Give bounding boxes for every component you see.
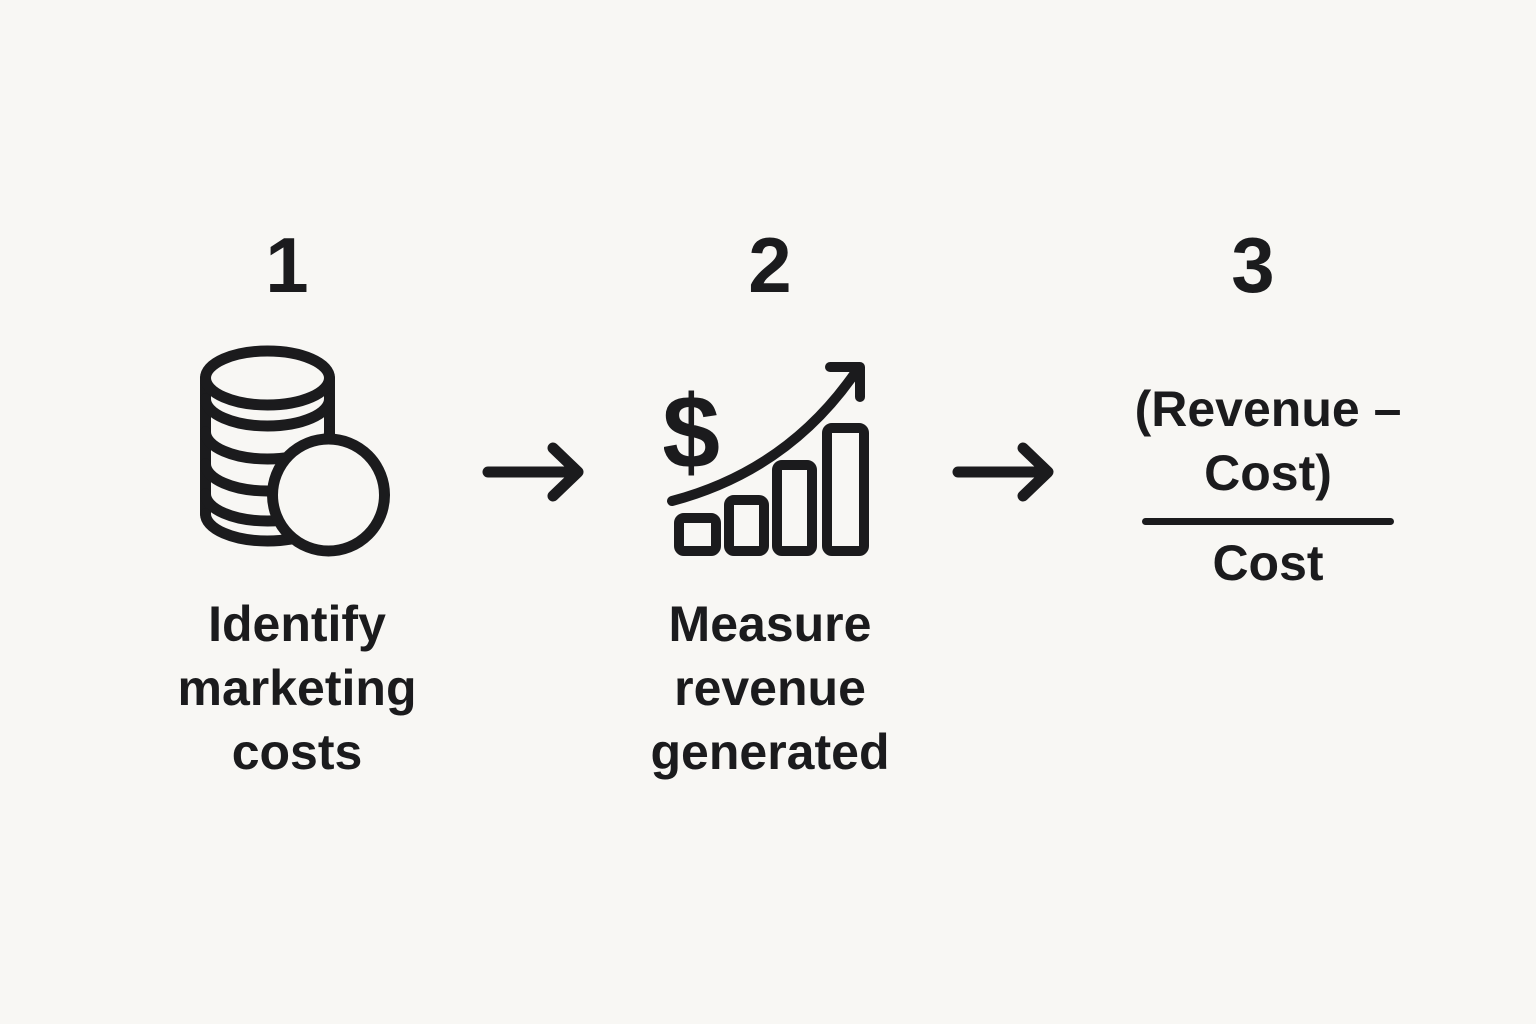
formula-denominator: Cost bbox=[1212, 535, 1324, 591]
revenue-growth-chart-icon: $ bbox=[662, 358, 876, 568]
step-2: 2 $ Measure revenue generated bbox=[595, 0, 945, 1024]
step-1: 1 Id bbox=[122, 0, 472, 1024]
step-1-label: Identify marketing costs bbox=[177, 596, 417, 780]
step-1-number: 1 bbox=[265, 221, 309, 309]
dollar-sign: $ bbox=[664, 375, 720, 491]
fraction-bar bbox=[1142, 518, 1394, 525]
step-2-label: Measure revenue generated bbox=[650, 596, 890, 780]
arrow-right-icon bbox=[952, 442, 1054, 502]
coin-stack-icon bbox=[199, 344, 396, 567]
step-2-number: 2 bbox=[748, 221, 792, 309]
step-3: 3 (Revenue – Cost) Cost bbox=[1078, 0, 1458, 1024]
roi-formula: (Revenue – Cost) Cost bbox=[1078, 377, 1458, 595]
step-3-number: 3 bbox=[1231, 221, 1275, 309]
arrow-right-icon bbox=[482, 442, 584, 502]
formula-numerator: (Revenue – Cost) bbox=[1134, 381, 1402, 501]
